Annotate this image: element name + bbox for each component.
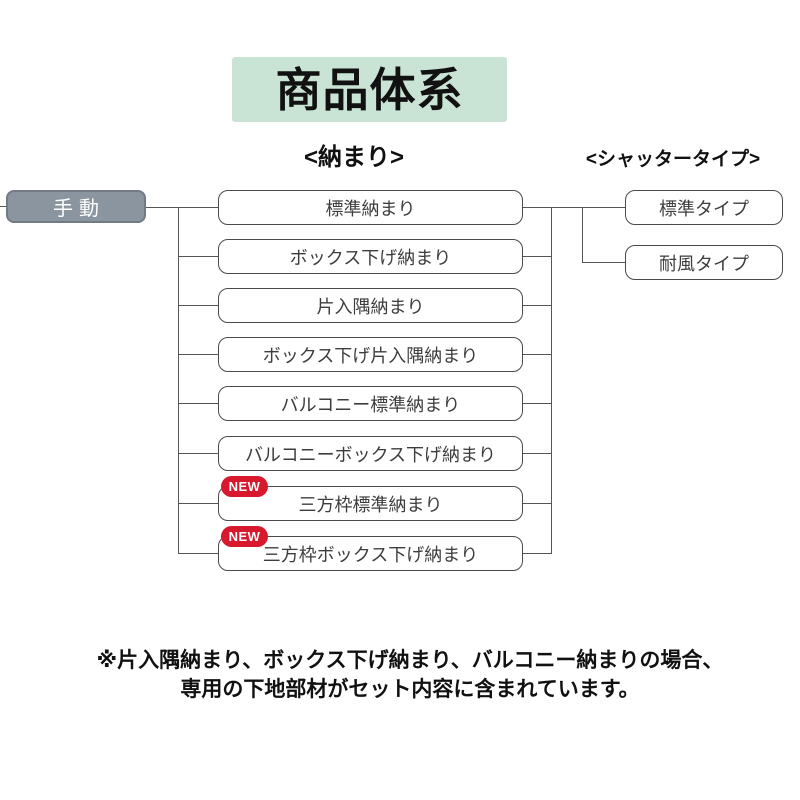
connector (523, 553, 552, 554)
nakamari-box-box-sage-katairisumi: ボックス下げ片入隅納まり (218, 337, 523, 372)
connector-type-branch (582, 207, 583, 263)
connector (523, 354, 552, 355)
nakamari-box-label: 三方枠ボックス下げ納まり (262, 544, 479, 565)
page-title: 商品体系 (232, 57, 507, 122)
connector (178, 553, 218, 554)
connector (0, 206, 6, 207)
nakamari-box-balcony-box-sage: バルコニーボックス下げ納まり (218, 436, 523, 471)
connector (523, 305, 552, 306)
connector (523, 503, 552, 504)
connector-left-trunk (178, 207, 179, 554)
shutter-type-box-standard: 標準タイプ (625, 190, 783, 225)
connector (178, 256, 218, 257)
nakamari-box-box-sage: ボックス下げ納まり (218, 239, 523, 274)
nakamari-box-sanpowaku-standard: NEW 三方枠標準納まり (218, 476, 523, 521)
footnote-line2: 専用の下地部材がセット内容に含まれています。 (180, 678, 640, 701)
new-badge: NEW (221, 526, 268, 547)
manual-node: 手動 (6, 190, 146, 223)
nakamari-box-standard: 標準納まり (218, 190, 523, 225)
connector (178, 453, 218, 454)
shutter-type-label: 耐風タイプ (659, 253, 749, 274)
nakamari-box-balcony-standard: バルコニー標準納まり (218, 386, 523, 421)
nakamari-box-label: ボックス下げ片入隅納まり (262, 345, 479, 366)
connector (523, 403, 552, 404)
connector (523, 256, 552, 257)
nakamari-box-label: 標準納まり (325, 198, 416, 219)
heading-nakamari: <納まり> (303, 144, 405, 171)
nakamari-box-sanpowaku-box-sage: NEW 三方枠ボックス下げ納まり (218, 526, 523, 571)
connector (178, 354, 218, 355)
connector (146, 207, 218, 208)
nakamari-box-label: バルコニーボックス下げ納まり (244, 444, 497, 465)
connector (523, 207, 625, 208)
connector (582, 262, 625, 263)
connector (178, 305, 218, 306)
connector-right-trunk (551, 207, 552, 554)
connector (178, 503, 218, 504)
shutter-type-label: 標準タイプ (659, 198, 749, 219)
footnote: ※片入隅納まり、ボックス下げ納まり、バルコニー納まりの場合、 専用の下地部材がセ… (20, 646, 800, 704)
nakamari-box-label: ボックス下げ納まり (289, 247, 452, 268)
new-badge: NEW (221, 476, 268, 497)
nakamari-box-label: 三方枠標準納まり (298, 494, 443, 515)
footnote-line1: ※片入隅納まり、ボックス下げ納まり、バルコニー納まりの場合、 (96, 649, 724, 672)
connector (523, 453, 552, 454)
connector (178, 403, 218, 404)
shutter-type-box-taifu: 耐風タイプ (625, 245, 783, 280)
nakamari-box-label: 片入隅納まり (316, 296, 425, 317)
heading-shutter-type: <シャッタータイプ> (585, 149, 761, 170)
nakamari-box-katairisumi: 片入隅納まり (218, 288, 523, 323)
nakamari-box-label: バルコニー標準納まり (280, 394, 461, 415)
